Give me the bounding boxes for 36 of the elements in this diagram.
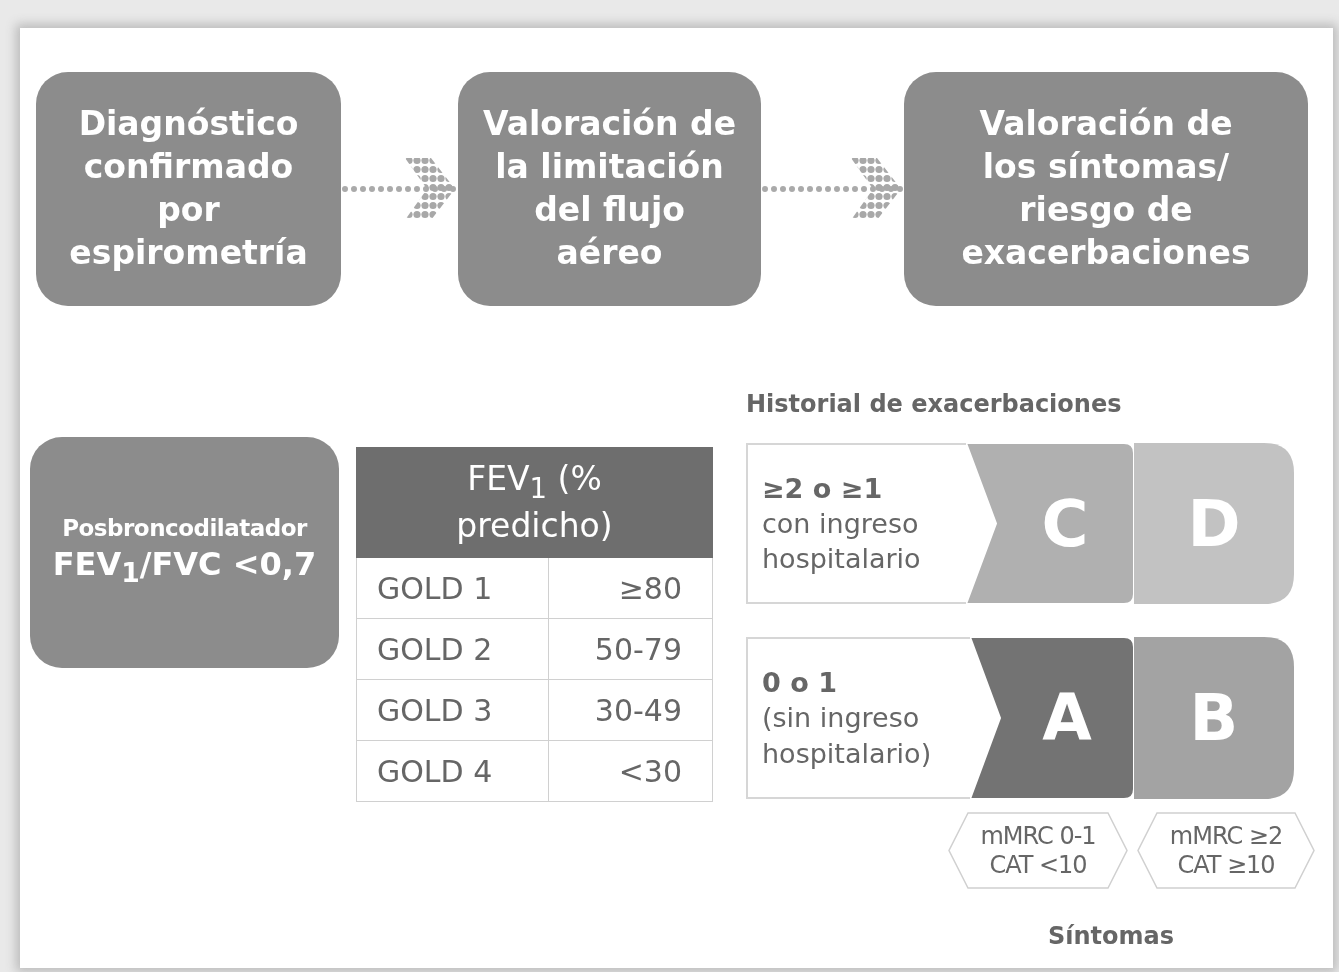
criteria-text: mMRC 0-1 CAT <10 — [979, 821, 1097, 880]
group-letter: C — [1041, 486, 1089, 561]
box-text: Valoración de la limitación del flujo aéreo — [481, 103, 738, 274]
row-label-text: con ingreso hospitalario — [762, 506, 922, 577]
criteria-text: mMRC ≥2 CAT ≥10 — [1168, 821, 1284, 880]
group-block — [966, 443, 1134, 604]
process-box — [30, 437, 339, 668]
axis-title: Historial de exacerbaciones — [746, 390, 1122, 418]
group-block — [970, 637, 1134, 799]
box-text: Diagnóstico confirmado por espirometría — [69, 103, 308, 274]
box-text: Valoración de los síntomas/ riesgo de exacerbaciones — [960, 103, 1252, 274]
axis-title: Síntomas — [1048, 922, 1175, 950]
group-letter: D — [1187, 486, 1241, 561]
table-cell: <30 — [548, 740, 713, 802]
group-block — [1134, 443, 1294, 604]
table-cell: 30-49 — [548, 679, 713, 741]
group-letter: B — [1189, 681, 1239, 755]
row-label-text: (sin ingreso hospitalario) — [762, 701, 933, 771]
table-header: FEV$_{1}$ (% predicho) — [356, 447, 713, 558]
process-box — [904, 72, 1308, 306]
row-label-text: 0 o 1 — [762, 666, 837, 701]
row-label-text: ≥2 o ≥1 — [762, 471, 883, 506]
group-block — [1134, 637, 1294, 799]
table-cell: GOLD 4 — [356, 740, 549, 802]
table-cell: GOLD 1 — [356, 557, 549, 619]
table-cell: GOLD 3 — [356, 679, 549, 741]
process-box — [458, 72, 761, 306]
table-cell: ≥80 — [548, 557, 713, 619]
row-label-box — [746, 637, 970, 799]
table-cell: 50-79 — [548, 618, 713, 680]
box-text: FEV$_{1}$/FVC <0,7 — [52, 543, 317, 591]
group-letter: A — [1042, 681, 1092, 755]
row-label-box — [746, 443, 966, 604]
box-text: Posbroncodilatador — [62, 514, 307, 543]
process-box — [36, 72, 341, 306]
table-cell: GOLD 2 — [356, 618, 549, 680]
